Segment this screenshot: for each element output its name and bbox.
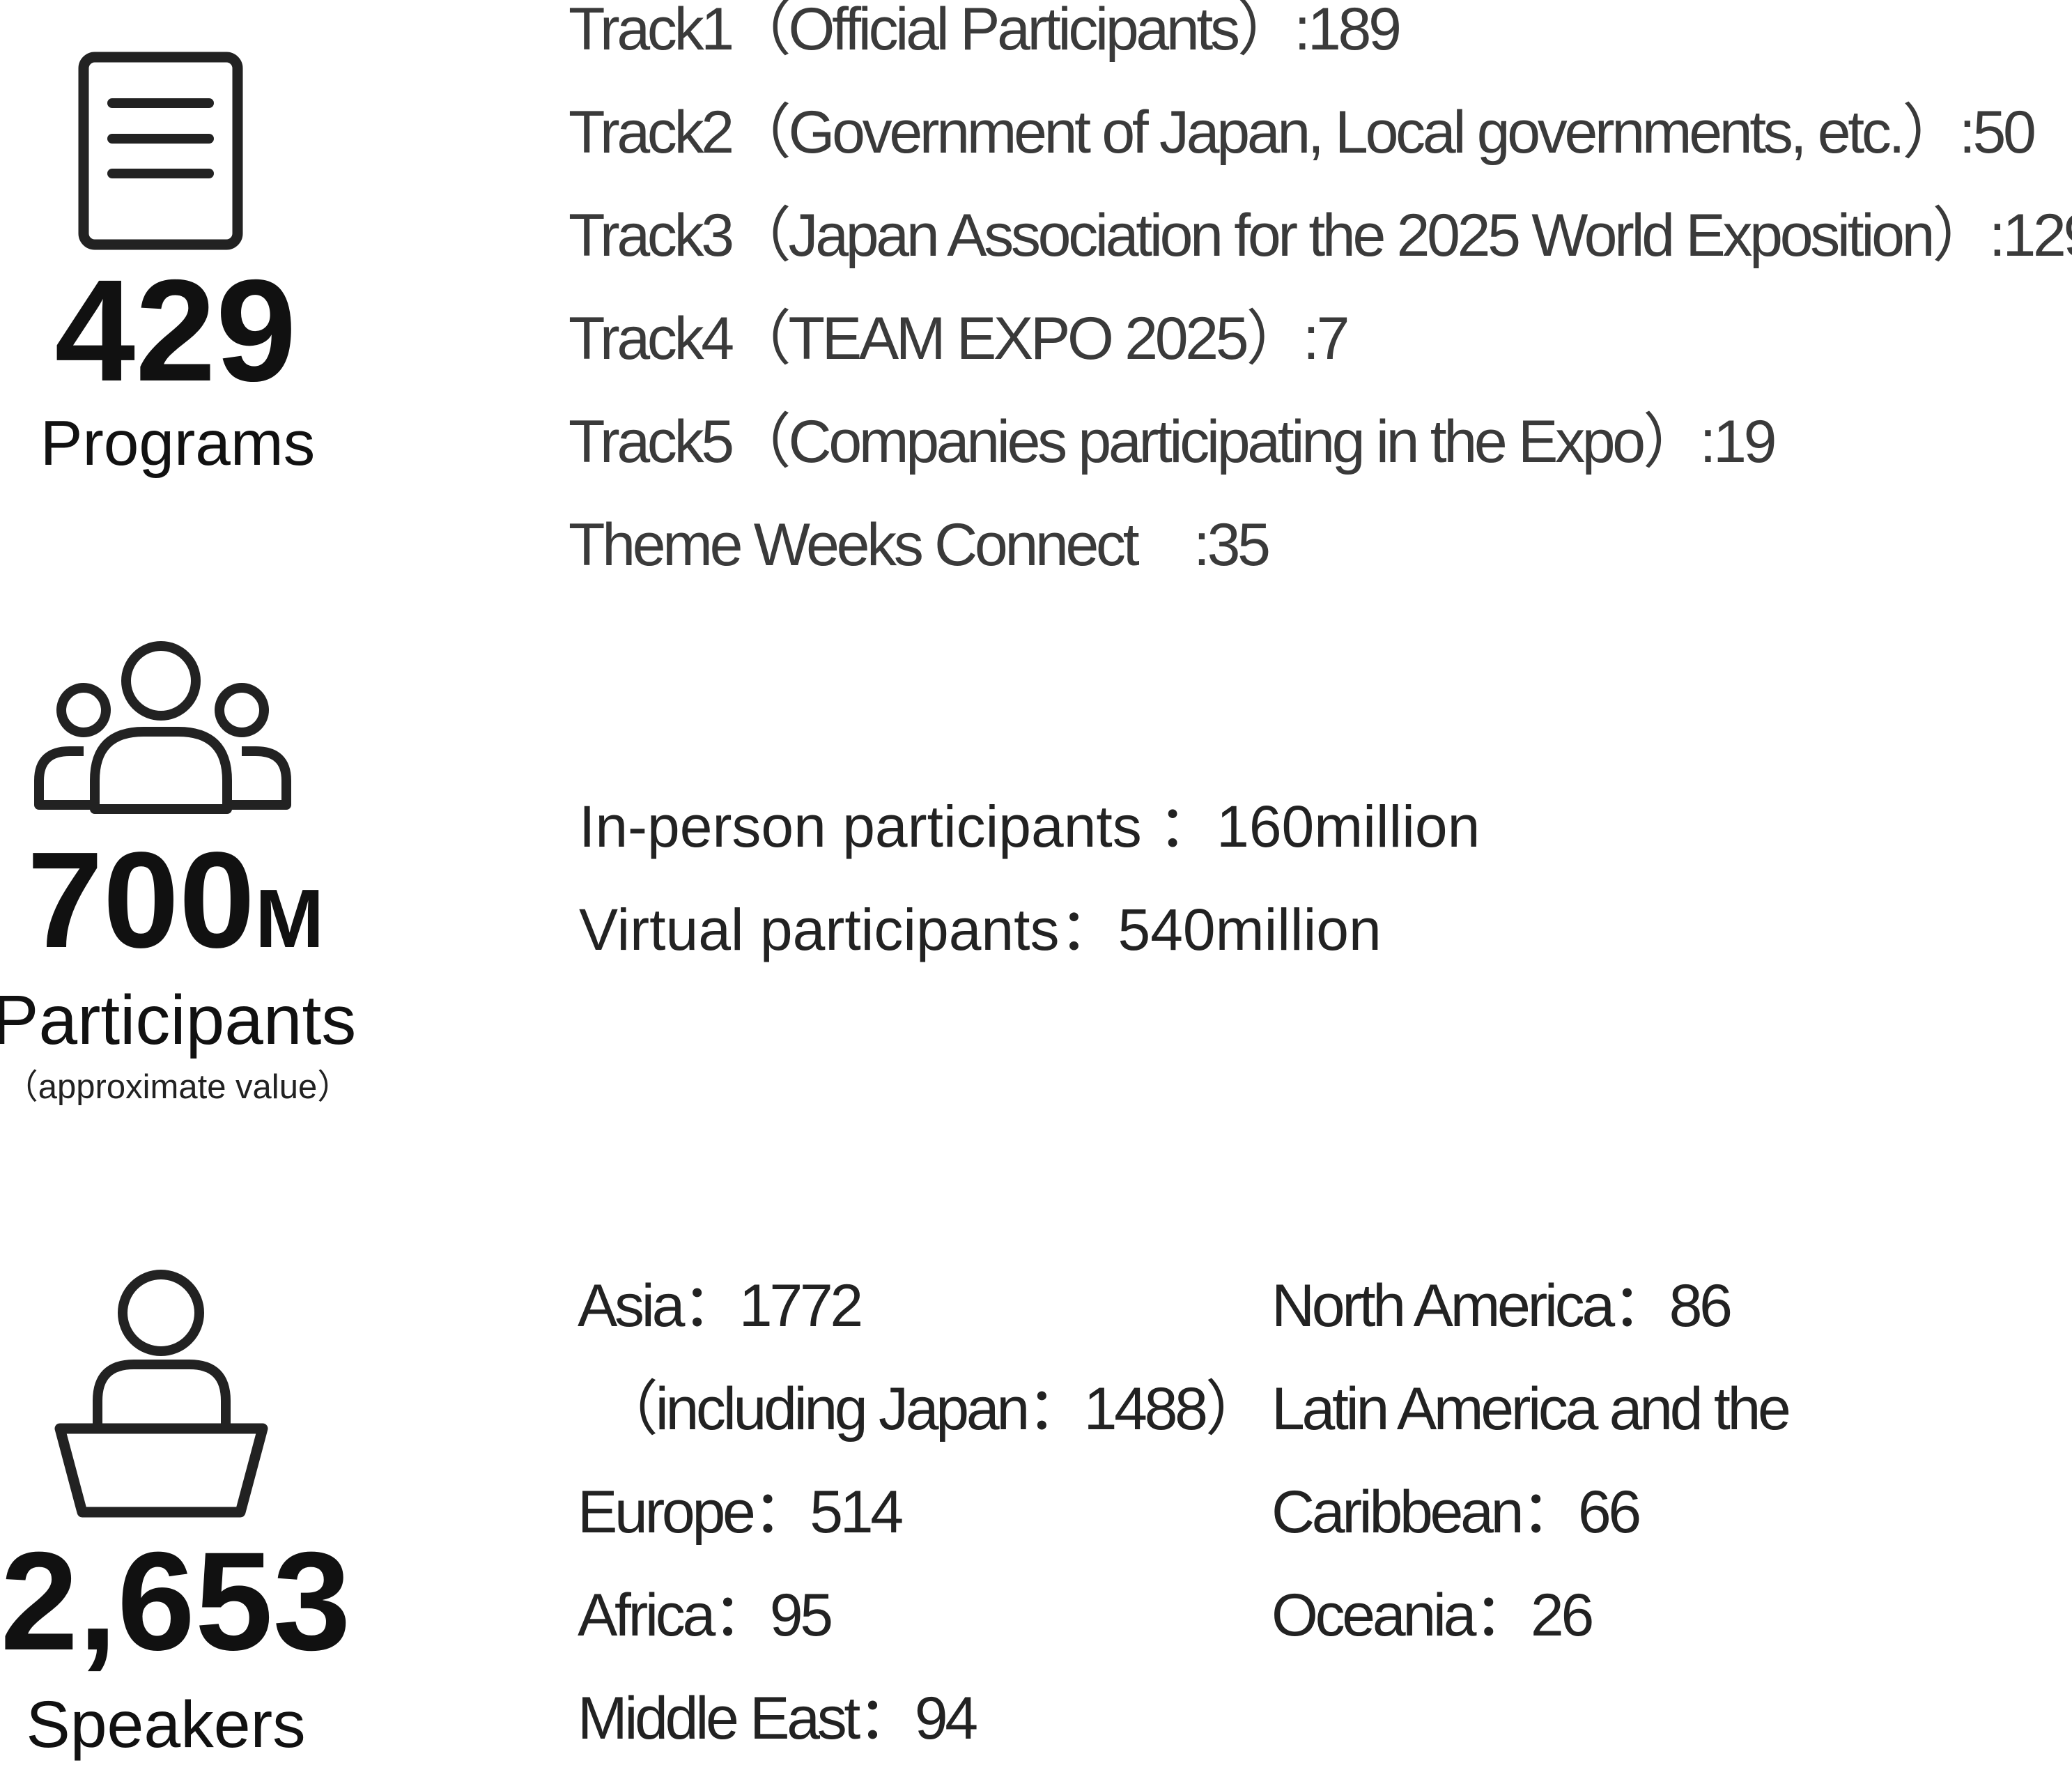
speakers-count: 2,653 bbox=[0, 1523, 351, 1679]
region-item: Europe：514 bbox=[578, 1479, 904, 1546]
participants-unit: M bbox=[254, 872, 325, 965]
programs-count: 429 bbox=[54, 250, 297, 412]
region-item: （including Japan：1488） bbox=[598, 1376, 1265, 1442]
track-item: Track1（Official Participants）:189 bbox=[569, 0, 1402, 63]
document-icon bbox=[78, 52, 243, 250]
region-item: Oceania：26 bbox=[1271, 1582, 1594, 1649]
region-item: Latin America and the bbox=[1271, 1376, 1791, 1442]
region-item: Middle East：94 bbox=[578, 1685, 978, 1752]
participants-breakdown: In-person participants ：160million Virtu… bbox=[579, 775, 1480, 981]
participants-label: Participants bbox=[0, 981, 357, 1059]
participants-count: 700M bbox=[27, 832, 324, 969]
participants-note: （approximate value） bbox=[3, 1068, 352, 1106]
region-item: North America：86 bbox=[1271, 1272, 1733, 1339]
speaker-podium-icon bbox=[54, 1270, 268, 1518]
region-item: Africa：95 bbox=[578, 1582, 833, 1649]
track-item: Track5（Companies participating in the Ex… bbox=[569, 408, 1777, 475]
participants-item: Virtual participants：540million bbox=[579, 897, 1382, 962]
region-item: Asia：1772 bbox=[578, 1272, 863, 1339]
track-list: Track1（Official Participants）:189 Track2… bbox=[569, 0, 2072, 597]
region-item: Caribbean：66 bbox=[1271, 1479, 1641, 1546]
participants-number: 700 bbox=[26, 824, 255, 976]
track-item: Theme Weeks Connect :35 bbox=[569, 511, 1271, 578]
track-item: Track4（TEAM EXPO 2025）:7 bbox=[569, 305, 1350, 372]
people-group-icon bbox=[34, 641, 291, 814]
regions-left: Asia：1772 （including Japan：1488） Europe：… bbox=[578, 1254, 1265, 1770]
track-item: Track3（Japan Association for the 2025 Wo… bbox=[569, 202, 2072, 269]
speakers-label: Speakers bbox=[26, 1688, 306, 1762]
track-item: Track2（Government of Japan, Local govern… bbox=[569, 99, 2036, 166]
participants-item: In-person participants ：160million bbox=[579, 794, 1480, 859]
programs-label: Programs bbox=[40, 408, 316, 479]
regions-right: North America：86 Latin America and the C… bbox=[1271, 1254, 1791, 1667]
